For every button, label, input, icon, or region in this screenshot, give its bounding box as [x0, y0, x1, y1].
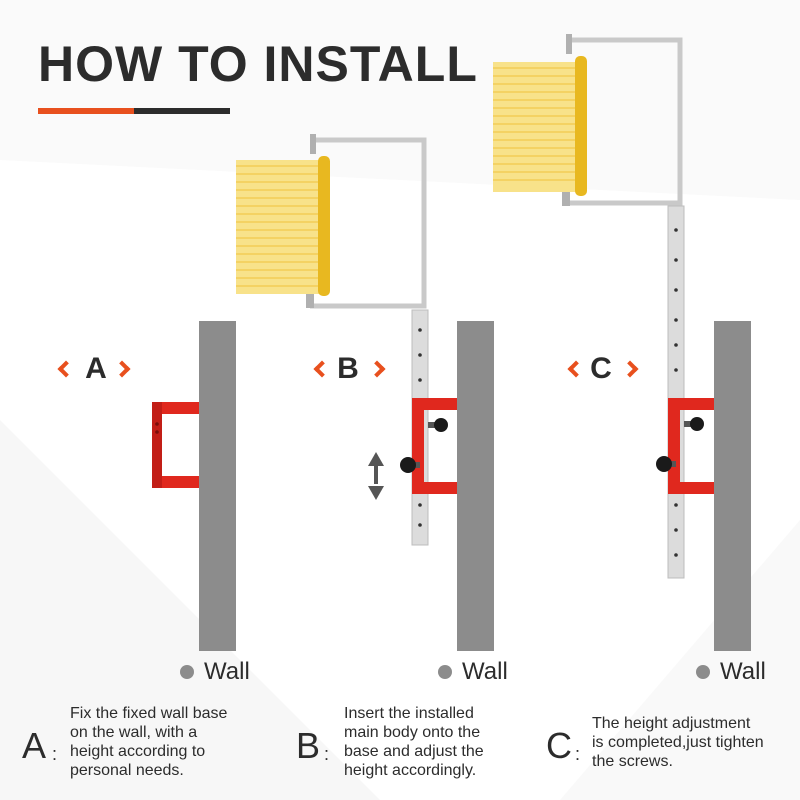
- up-down-arrow-icon: [368, 452, 384, 500]
- wall-bracket: [412, 398, 457, 494]
- wall-caption-b: Wall: [438, 658, 508, 686]
- frame: [310, 137, 427, 309]
- title-underline: [134, 108, 230, 114]
- step-c-colon: :: [575, 744, 581, 764]
- wall-caption-c: Wall: [696, 658, 766, 686]
- title-underline-accent: [38, 108, 134, 114]
- step-c-label: C: [590, 352, 612, 385]
- dot-icon: [180, 665, 194, 679]
- wall: [714, 321, 751, 651]
- wall-label: Wall: [462, 658, 508, 685]
- step-c-description: The height adjustment is completed,just …: [592, 715, 764, 770]
- frame: [566, 37, 683, 206]
- step-a-colon: :: [52, 744, 58, 764]
- step-b-description: Insert the installed main body onto the …: [344, 705, 484, 779]
- step-c-letter: C: [546, 725, 572, 766]
- step-a-description: Fix the fixed wall base on the wall, wit…: [70, 705, 228, 779]
- feather-head: [236, 156, 330, 296]
- step-a-illustration: [152, 321, 236, 651]
- step-b-label: B: [337, 352, 359, 385]
- bg-panel: [0, 0, 800, 200]
- wall-label: Wall: [204, 658, 250, 685]
- wall-caption-a: Wall: [180, 658, 250, 686]
- step-b-illustration: [236, 134, 494, 651]
- feather-head: [493, 56, 587, 196]
- dot-icon: [696, 665, 710, 679]
- wall-bracket: [152, 402, 199, 488]
- step-c-illustration: [493, 34, 751, 651]
- page-title: HOW TO INSTALL: [38, 36, 478, 92]
- step-a-label: A: [85, 352, 107, 385]
- step-b-letter: B: [296, 725, 321, 766]
- dot-icon: [438, 665, 452, 679]
- knob-icon: [656, 456, 676, 472]
- knob-icon: [684, 417, 704, 431]
- wall-label: Wall: [720, 658, 766, 685]
- wall: [199, 321, 236, 651]
- step-b-colon: :: [324, 744, 330, 764]
- step-a-letter: A: [22, 725, 47, 766]
- knob-icon: [400, 457, 420, 473]
- bg-panel: [0, 420, 380, 800]
- wall: [457, 321, 494, 651]
- wall-bracket: [668, 398, 714, 494]
- knob-icon: [428, 418, 448, 432]
